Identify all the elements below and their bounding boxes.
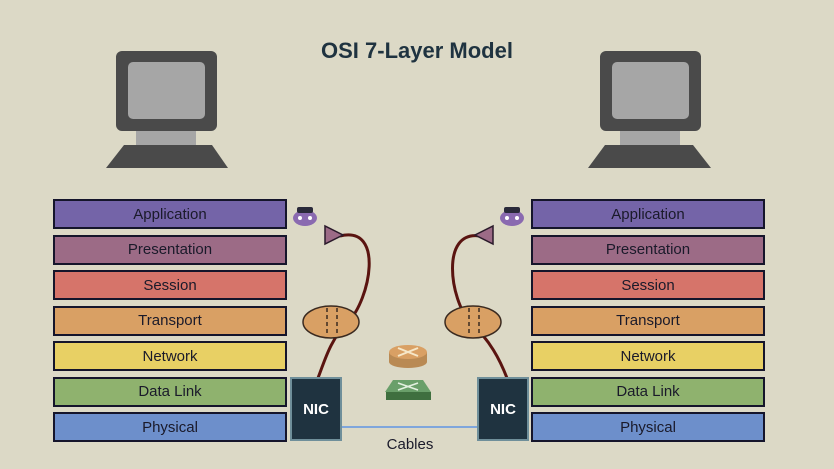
left-user-icon [293, 207, 317, 226]
right-user-icon [500, 207, 524, 226]
left-layer-presentation: Presentation [53, 234, 287, 265]
right-layer-data-link: Data Link [531, 376, 765, 407]
right-layer-transport: Transport [531, 305, 765, 336]
cables-label: Cables [386, 436, 434, 453]
switch-icon [385, 380, 431, 400]
right-layer-application: Application [531, 199, 765, 229]
left-layer-network: Network [53, 341, 287, 371]
right-nic: NIC [477, 377, 529, 441]
left-nic: NIC [290, 377, 342, 441]
right-plug-icon [473, 224, 494, 246]
left-layer-transport: Transport [53, 305, 287, 336]
left-layer-session: Session [53, 270, 287, 300]
right-computer-icon [588, 51, 711, 168]
diagram-title: OSI 7-Layer Model [321, 38, 513, 63]
right-layer-presentation: Presentation [531, 234, 765, 265]
right-layer-session: Session [531, 270, 765, 300]
right-layer-physical: Physical [531, 412, 765, 442]
router-icon [389, 345, 427, 368]
left-layer-data-link: Data Link [53, 376, 287, 407]
left-layer-physical: Physical [53, 412, 287, 442]
right-port-ellipse [444, 305, 502, 339]
right-layer-network: Network [531, 341, 765, 371]
left-layer-application: Application [53, 199, 287, 229]
left-computer-icon [106, 51, 228, 168]
left-port-ellipse [302, 305, 360, 339]
left-plug-icon [324, 224, 345, 246]
